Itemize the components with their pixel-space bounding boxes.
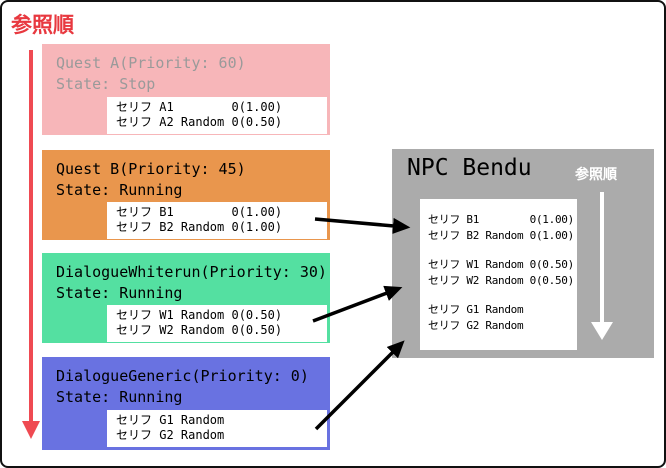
npc-group-whiterun: セリフ W1 Random 0(0.50) セリフ W2 Random 0(0.… xyxy=(428,257,577,289)
npc-group-generic: セリフ G1 Random セリフ G2 Random xyxy=(428,302,577,334)
dialogue-generic-header: DialogueGeneric(Priority: 0) State: Runni… xyxy=(42,357,330,408)
dialogue-line: セリフ G2 Random xyxy=(428,319,524,332)
quest-a-header: Quest A(Priority: 60) State: Stop xyxy=(42,44,330,95)
reference-order-title: 参照順 xyxy=(11,13,74,37)
dialogue-generic-box: DialogueGeneric(Priority: 0) State: Runni… xyxy=(42,357,330,450)
dialogue-whiterun-name: DialogueWhiterun(Priority: 30) xyxy=(56,263,327,281)
reference-order-arrow-head-icon xyxy=(22,421,40,439)
dialogue-line: セリフ B1 0(1.00) xyxy=(116,205,283,219)
npc-order-arrow-head-icon xyxy=(591,322,613,340)
quest-b-name: Quest B(Priority: 45) xyxy=(56,160,246,178)
quest-a-box: Quest A(Priority: 60) State: Stop セリフ A1 … xyxy=(42,44,330,135)
quest-a-dialogue-list: セリフ A1 0(1.00) セリフ A2 Random 0(0.50) xyxy=(107,97,327,134)
reference-order-arrow-line xyxy=(29,50,33,422)
dialogue-line: セリフ G2 Random xyxy=(116,428,225,442)
dialogue-line: セリフ W2 Random 0(0.50) xyxy=(116,323,283,337)
npc-reference-order-label: 参照順 xyxy=(575,167,617,183)
dialogue-line: セリフ G1 Random xyxy=(428,303,524,316)
dialogue-line: セリフ B2 Random 0(1.00) xyxy=(428,229,574,242)
quest-b-state: State: Running xyxy=(56,181,183,199)
npc-bendu-title: NPC Bendu xyxy=(407,155,532,181)
dialogue-whiterun-state: State: Running xyxy=(56,284,183,302)
npc-bendu-box: NPC Bendu 参照順 セリフ B1 0(1.00) セリフ B2 Rand… xyxy=(392,149,654,358)
quest-b-dialogue-list: セリフ B1 0(1.00) セリフ B2 Random 0(1.00) xyxy=(107,202,327,239)
dialogue-generic-state: State: Running xyxy=(56,388,183,406)
dialogue-whiterun-dialogue-list: セリフ W1 Random 0(0.50) セリフ W2 Random 0(0.… xyxy=(107,305,327,342)
dialogue-line: セリフ A1 0(1.00) xyxy=(116,100,283,114)
dialogue-line: セリフ B2 Random 0(1.00) xyxy=(116,220,283,234)
npc-dialogue-list: セリフ B1 0(1.00) セリフ B2 Random 0(1.00) セリフ… xyxy=(420,199,577,350)
dialogue-line: セリフ W1 Random 0(0.50) xyxy=(428,258,574,271)
dialogue-whiterun-header: DialogueWhiterun(Priority: 30) State: Run… xyxy=(42,253,330,304)
dialogue-line: セリフ A2 Random 0(0.50) xyxy=(116,115,283,129)
quest-b-box: Quest B(Priority: 45) State: Running セリフ … xyxy=(42,150,330,240)
npc-group-quest-b: セリフ B1 0(1.00) セリフ B2 Random 0(1.00) xyxy=(428,212,577,244)
dialogue-line: セリフ G1 Random xyxy=(116,413,225,427)
dialogue-line: セリフ W1 Random 0(0.50) xyxy=(116,308,283,322)
dialogue-line: セリフ B1 0(1.00) xyxy=(428,213,574,226)
dialogue-whiterun-box: DialogueWhiterun(Priority: 30) State: Run… xyxy=(42,253,330,343)
npc-order-arrow-line xyxy=(600,192,604,323)
quest-a-state: State: Stop xyxy=(56,75,156,93)
quest-a-name: Quest A(Priority: 60) xyxy=(56,54,246,72)
quest-b-header: Quest B(Priority: 45) State: Running xyxy=(42,150,330,201)
dialogue-generic-name: DialogueGeneric(Priority: 0) xyxy=(56,367,309,385)
dialogue-generic-dialogue-list: セリフ G1 Random セリフ G2 Random xyxy=(107,410,327,447)
dialogue-line: セリフ W2 Random 0(0.50) xyxy=(428,274,574,287)
